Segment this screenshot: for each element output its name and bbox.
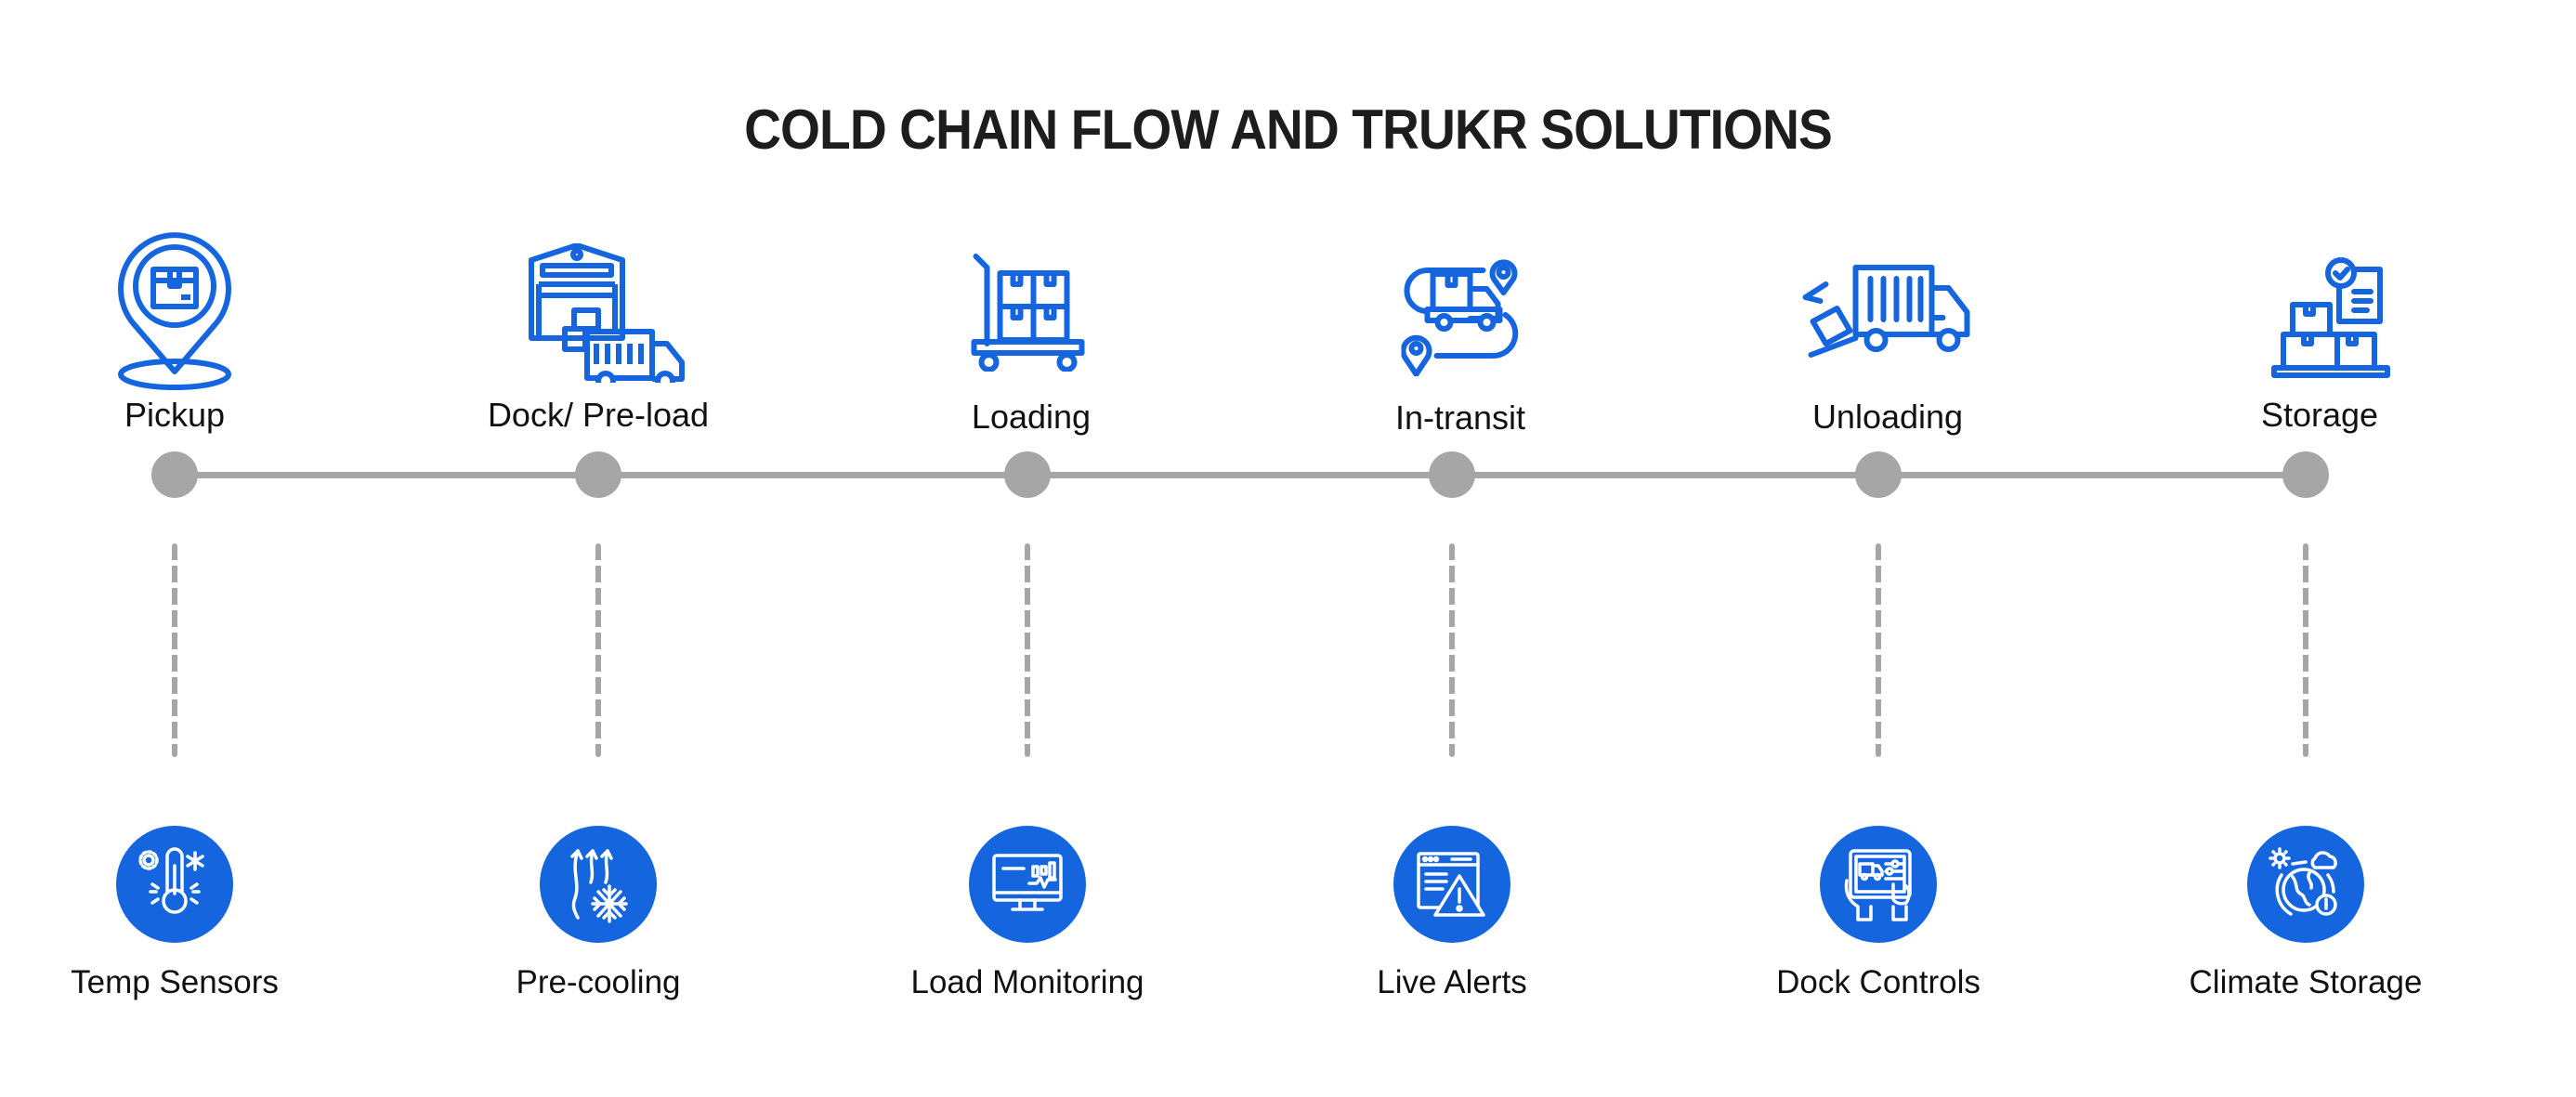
stage-dock-preload: Dock/ Pre-load bbox=[459, 243, 738, 448]
solution-label: Temp Sensors bbox=[71, 964, 279, 1000]
timeline-line bbox=[175, 472, 2322, 478]
hand-cart-boxes-icon bbox=[971, 251, 1087, 372]
location-pin-package-icon bbox=[114, 232, 235, 395]
solution-load-monitoring bbox=[969, 826, 1086, 943]
timeline-node bbox=[2282, 451, 2329, 498]
solution-temp-sensors bbox=[116, 826, 233, 943]
dashed-connector bbox=[1876, 543, 1881, 757]
solution-label: Pre-cooling bbox=[516, 964, 681, 1000]
dashed-connector bbox=[2303, 543, 2308, 757]
stage-label: Storage bbox=[2260, 396, 2379, 434]
dashed-connector bbox=[1449, 543, 1455, 757]
dashed-connector bbox=[172, 543, 177, 757]
stage-label: In-transit bbox=[1394, 398, 1526, 437]
tablet-controls-icon bbox=[1841, 847, 1916, 921]
stage-label: Pickup bbox=[124, 396, 226, 434]
timeline-node bbox=[1004, 451, 1051, 498]
truck-unloading-icon bbox=[1800, 264, 1972, 361]
globe-climate-icon bbox=[2269, 847, 2343, 921]
stage-storage: Storage bbox=[2180, 253, 2459, 448]
solution-climate-storage bbox=[2247, 826, 2364, 943]
stage-pickup: Pickup bbox=[35, 232, 314, 446]
truck-route-icon bbox=[1401, 255, 1527, 376]
stage-loading: Loading bbox=[892, 251, 1170, 448]
timeline-node bbox=[1429, 451, 1475, 498]
monitor-chart-icon bbox=[990, 852, 1065, 917]
stage-label: Loading bbox=[971, 398, 1092, 436]
warehouse-truck-icon bbox=[526, 243, 693, 383]
stage-label: Unloading bbox=[1811, 398, 1964, 436]
solution-label: Climate Storage bbox=[2189, 964, 2423, 1000]
browser-warning-icon bbox=[1415, 852, 1489, 917]
solution-dock-controls bbox=[1820, 826, 1937, 943]
stage-unloading: Unloading bbox=[1748, 264, 2027, 448]
timeline-node bbox=[1855, 451, 1902, 498]
boxes-checklist-icon bbox=[2270, 253, 2391, 378]
stage-label: Dock/ Pre-load bbox=[487, 396, 710, 434]
timeline-node bbox=[151, 451, 198, 498]
thermometer-icon bbox=[137, 847, 212, 921]
dashed-connector bbox=[1025, 543, 1030, 757]
solution-pre-cooling bbox=[540, 826, 657, 943]
solution-label: Live Alerts bbox=[1377, 964, 1527, 1000]
timeline-node bbox=[575, 451, 621, 498]
stage-in-transit: In-transit bbox=[1321, 255, 1600, 448]
page-title: COLD CHAIN FLOW AND TRUKR SOLUTIONS bbox=[744, 98, 1833, 161]
dashed-connector bbox=[595, 543, 601, 757]
solution-label: Dock Controls bbox=[1776, 964, 1981, 1000]
solution-label: Load Monitoring bbox=[910, 964, 1144, 1000]
snowflake-airflow-icon bbox=[561, 845, 635, 924]
solution-live-alerts bbox=[1393, 826, 1510, 943]
